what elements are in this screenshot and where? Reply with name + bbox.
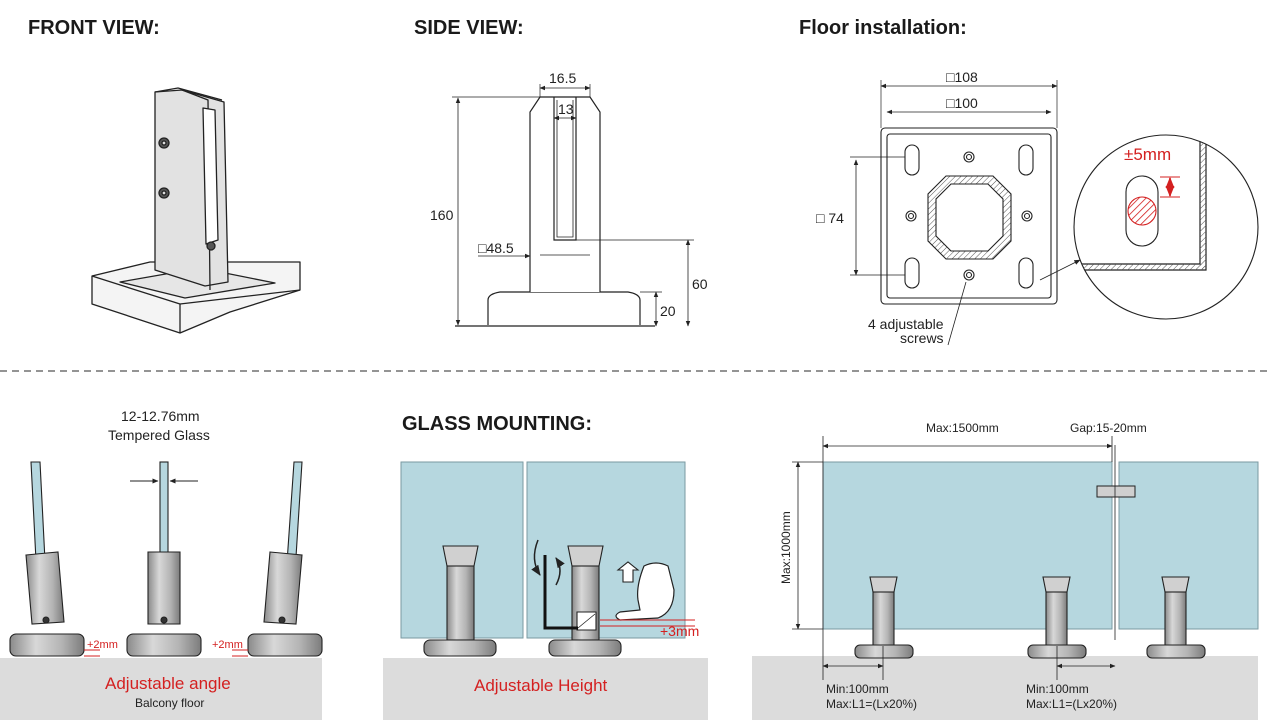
screws-label-line2: screws — [900, 330, 944, 346]
angle-offset-right: +2mm — [212, 639, 243, 651]
spigot-tilted-right — [247, 461, 323, 657]
min-left-line2: Max:L1=(Lx20%) — [826, 697, 917, 711]
side-dim-16-5: 16.5 — [549, 70, 576, 86]
min-right-line2: Max:L1=(Lx20%) — [1026, 697, 1117, 711]
min-right-line1: Min:100mm — [1026, 682, 1089, 696]
glass-spec-line1: 12-12.76mm — [121, 408, 200, 424]
mounting-offset: +3mm — [660, 623, 699, 639]
layout-spigot-1 — [854, 576, 914, 659]
layout-glass-right — [1118, 461, 1259, 630]
floor-installation-title: Floor installation: — [799, 17, 967, 39]
floor-dim-100: □100 — [946, 95, 978, 111]
side-dim-60: 60 — [692, 276, 708, 292]
layout-glass-left — [822, 461, 1113, 630]
angle-offset-left: +2mm — [87, 639, 118, 651]
adjustable-angle-caption: Adjustable angle — [105, 674, 231, 693]
glass-mounting-title: GLASS MOUNTING: — [402, 413, 592, 435]
layout-spigot-2 — [1027, 576, 1087, 659]
gap-label: Gap:15-20mm — [1070, 421, 1147, 435]
min-left-line1: Min:100mm — [826, 682, 889, 696]
layout-spigot-3 — [1146, 576, 1206, 659]
lift-arrow — [616, 561, 640, 583]
rotate-arrow-bottom — [555, 557, 565, 586]
side-dim-20: 20 — [660, 303, 676, 319]
floor-tolerance: ±5mm — [1124, 145, 1171, 164]
max-height-label: Max:1000mm — [779, 511, 793, 584]
side-dim-160: 160 — [430, 207, 454, 223]
balcony-floor — [0, 658, 322, 720]
hex-key — [543, 555, 578, 630]
mounting-spigot-right — [548, 545, 622, 657]
side-dim-13: 13 — [558, 101, 574, 117]
mounting-spigot-left — [423, 545, 497, 657]
glass-spec-line2: Tempered Glass — [108, 427, 210, 443]
floor-dim-108: □108 — [946, 69, 978, 85]
front-view-title: FRONT VIEW: — [28, 17, 160, 39]
screws-label-line1: 4 adjustable — [868, 316, 944, 332]
rotate-arrow-top — [531, 539, 541, 576]
side-view-drawing — [452, 84, 694, 327]
front-view-spigot — [91, 87, 301, 334]
floor-plate-drawing — [850, 80, 1259, 346]
spigot-tilted-left — [9, 461, 85, 657]
balcony-floor-label: Balcony floor — [135, 696, 204, 710]
spigot-vertical — [126, 461, 202, 657]
mounting-floor — [383, 658, 708, 720]
side-dim-48-5: □48.5 — [478, 240, 514, 256]
adjustable-height-caption: Adjustable Height — [474, 676, 608, 695]
layout-dimensions — [792, 436, 1116, 680]
side-view-title: SIDE VIEW: — [414, 17, 524, 39]
glass-clamp — [1096, 485, 1136, 498]
max-width-label: Max:1500mm — [926, 421, 999, 435]
floor-dim-74: □ 74 — [816, 210, 844, 226]
